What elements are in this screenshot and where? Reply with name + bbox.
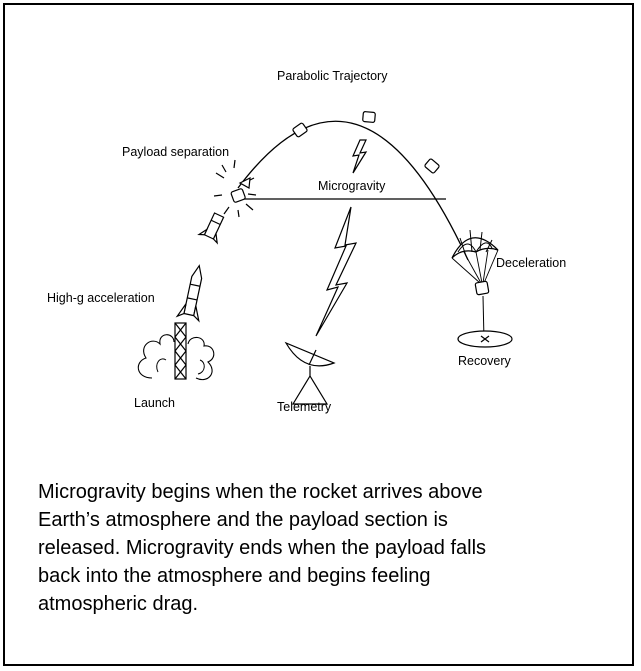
launch-tower-icon: [175, 323, 186, 379]
caption-line: Microgravity begins when the rocket arri…: [38, 478, 628, 506]
caption-line: back into the atmosphere and begins feel…: [38, 562, 628, 590]
label-launch: Launch: [134, 396, 175, 410]
label-high-g-acceleration: High-g acceleration: [47, 291, 155, 305]
recovery-target-icon: [458, 331, 512, 347]
ascending-rocket-icon: [177, 263, 210, 320]
label-payload-separation: Payload separation: [122, 145, 229, 159]
telemetry-signal-icon: [316, 207, 356, 336]
label-parabolic-trajectory: Parabolic Trajectory: [277, 69, 387, 83]
rocket-flight-diagram: [0, 0, 641, 440]
label-telemetry: Telemetry: [277, 400, 331, 414]
label-microgravity: Microgravity: [318, 179, 385, 193]
caption-line: atmospheric drag.: [38, 590, 628, 618]
caption-line: Earth’s atmosphere and the payload secti…: [38, 506, 628, 534]
payload-canister: [292, 122, 308, 137]
label-recovery: Recovery: [458, 354, 511, 368]
payload-canister: [363, 111, 376, 122]
label-deceleration: Deceleration: [496, 256, 566, 270]
caption-line: released. Microgravity ends when the pay…: [38, 534, 628, 562]
parachute-icon: [452, 230, 498, 340]
satellite-dish-icon: [286, 343, 334, 404]
caption: Microgravity begins when the rocket arri…: [38, 478, 628, 618]
small-lightning-icon: [353, 140, 366, 173]
spent-booster-icon: [199, 211, 228, 243]
separation-burst-icon: [214, 160, 256, 217]
payload-canister: [424, 158, 440, 173]
